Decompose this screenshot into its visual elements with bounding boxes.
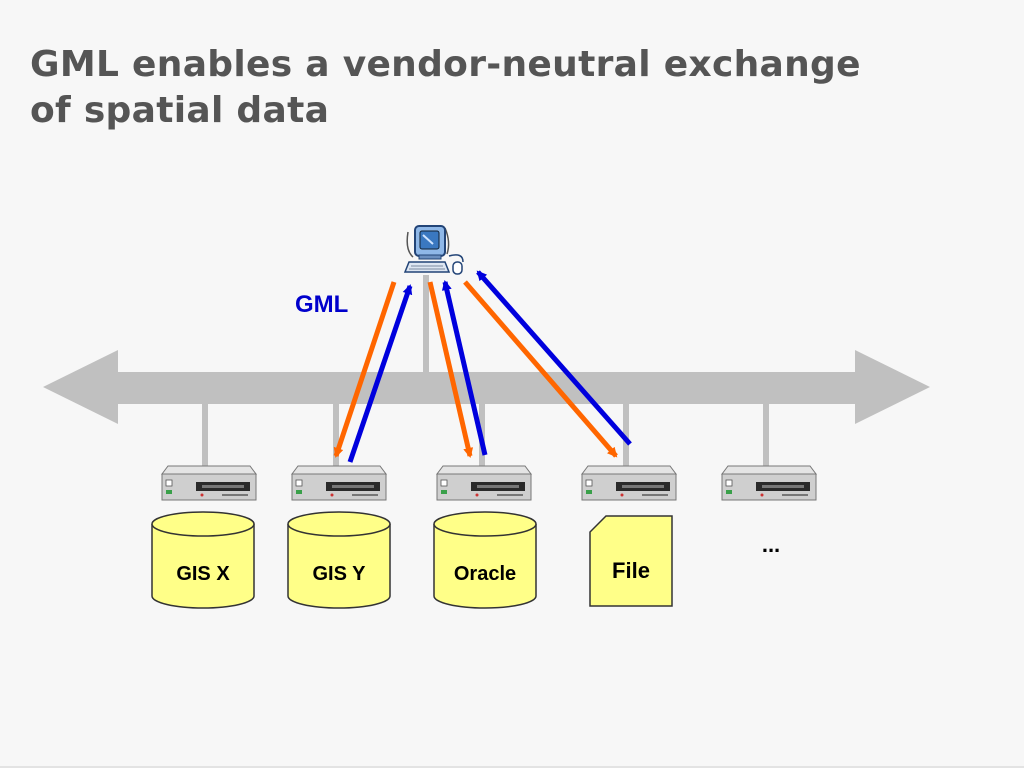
storage-label: GIS X — [176, 563, 230, 585]
server-icon — [436, 465, 532, 501]
database-cylinder-icon — [433, 524, 537, 609]
more-systems-ellipsis: ... — [762, 532, 780, 557]
exchange-arrows — [333, 270, 632, 463]
database-cylinder-icon — [287, 524, 391, 609]
gml-label: GML — [295, 291, 348, 318]
request-arrow-file — [463, 280, 618, 458]
response-arrow-gis-y — [347, 284, 413, 463]
storage-gis-x: GIS X — [151, 511, 255, 609]
server-icon — [291, 465, 387, 501]
storage-gis-y: GIS Y — [287, 511, 391, 609]
response-arrow-file — [476, 270, 632, 446]
server-icon — [581, 465, 677, 501]
server-icon — [161, 465, 257, 501]
storage-label: File — [612, 558, 650, 583]
storage-file: File — [589, 515, 673, 607]
database-cylinder-icon — [151, 524, 255, 609]
request-arrow-oracle — [427, 281, 474, 458]
servers — [161, 465, 817, 501]
network-backbone-arrow — [43, 350, 930, 424]
server-icon — [721, 465, 817, 501]
slide-title-line-2: of spatial data — [30, 90, 330, 131]
database-cylinder-top — [151, 511, 255, 537]
response-arrow-oracle — [441, 280, 488, 456]
database-cylinder-top — [433, 511, 537, 537]
storage-oracle: Oracle — [433, 511, 537, 609]
storage-label: GIS Y — [313, 563, 367, 585]
database-cylinder-top — [287, 511, 391, 537]
footer-divider — [0, 766, 1024, 768]
storage-label: Oracle — [454, 563, 516, 585]
document-icon — [589, 515, 673, 607]
slide-title-line-1: GML enables a vendor-neutral exchange — [30, 44, 861, 85]
slide-title: GML enables a vendor-neutral exchange of… — [30, 42, 990, 134]
workstation-icon — [403, 225, 464, 275]
request-arrow-gis-y — [333, 281, 397, 458]
